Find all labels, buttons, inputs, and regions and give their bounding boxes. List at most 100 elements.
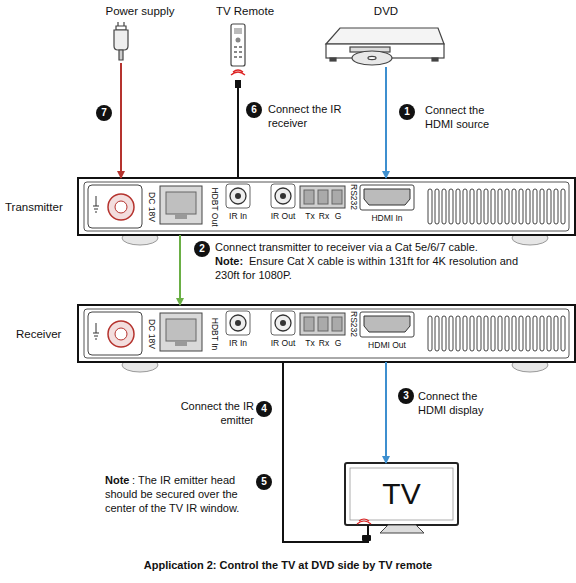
vent-slot: [526, 189, 530, 224]
terminal-screw: [318, 317, 328, 331]
port-label: Rx: [319, 212, 329, 221]
terminal-screw: [332, 190, 342, 204]
cable-connector: [237, 88, 239, 178]
vent-slot: [561, 316, 565, 351]
vent-slot: [484, 316, 488, 351]
ir-jack: [230, 188, 246, 204]
dc-port: [88, 185, 142, 228]
vent-slot: [435, 189, 439, 224]
device-node: TV Remote: [200, 5, 290, 88]
hdmi-port: [364, 316, 410, 332]
port-label: DC 18V: [146, 192, 155, 222]
hdmi-port: [364, 189, 410, 205]
port-label: Tx: [305, 339, 314, 348]
rs232-terminal: [300, 186, 345, 208]
step-text: Connect the IR receiver: [268, 103, 350, 131]
step-text: Connect the IR emitter: [172, 400, 254, 428]
cable-connector: [120, 63, 122, 178]
ir-jack: [271, 184, 295, 208]
rj45-port: [166, 192, 196, 214]
cable-connector: [283, 362, 368, 542]
vent-slot: [463, 316, 467, 351]
port-label: G: [335, 339, 342, 348]
hdmi-port: [360, 185, 414, 210]
step-text: Connect transmitter to receiver via a Ca…: [215, 241, 478, 255]
hdmi-port: [360, 312, 414, 337]
cable-connector: [385, 67, 387, 178]
port-label: IR Out: [271, 339, 296, 348]
vent-slot: [547, 316, 551, 351]
step-text: Connect the HDMI source: [425, 104, 513, 132]
vent-slot: [526, 316, 530, 351]
figure-caption: Application 2: Control the TV at DVD sid…: [0, 559, 576, 571]
device-node: Transmitter: [0, 178, 575, 235]
dc-port: [108, 194, 134, 220]
device-label: DVD: [327, 5, 445, 17]
rs232-terminal: [300, 313, 345, 335]
port-label: RS232: [348, 311, 357, 337]
housing-panel: [84, 182, 569, 231]
vent-slot: [470, 316, 474, 351]
housing-body: [78, 305, 575, 362]
vent-slot: [442, 316, 446, 351]
port-label: DC 18V: [146, 319, 155, 349]
receiver-housing: [78, 305, 575, 372]
vent-slot: [498, 316, 502, 351]
ir-jack: [226, 184, 250, 208]
vent-slot: [512, 316, 516, 351]
step-text: Note: [105, 474, 129, 488]
vent-slot: [505, 316, 509, 351]
transmitter-housing: [78, 178, 575, 245]
port-label: HDMI Out: [368, 341, 406, 350]
vent-slot: [561, 189, 565, 224]
device-node: DVD: [327, 5, 445, 67]
cable-connector: [179, 235, 181, 305]
step-text: Ensure Cat X cable is within 131ft for 4…: [215, 255, 545, 283]
device-label: Transmitter: [5, 201, 63, 213]
vent-slot: [477, 316, 481, 351]
port-label: Tx: [305, 212, 314, 221]
vent-slot: [519, 316, 523, 351]
vent-slot: [519, 189, 523, 224]
step-text: : The IR emitter head should be secured …: [105, 474, 265, 515]
terminal-screw: [332, 317, 342, 331]
vent-slot: [512, 189, 516, 224]
rj45-port: [175, 341, 187, 346]
housing-panel: [84, 309, 569, 358]
device-label: TV: [342, 477, 461, 511]
port-label: Rx: [319, 339, 329, 348]
dc-port: [108, 321, 134, 347]
ir-jack: [275, 188, 291, 204]
vent-slot: [477, 189, 481, 224]
rj45-port: [160, 186, 202, 224]
power-adapter: [114, 22, 128, 60]
dc-port: [115, 201, 127, 213]
terminal-screw: [304, 190, 314, 204]
vent-slot: [456, 316, 460, 351]
ir-jack: [275, 315, 291, 331]
cable-connector: [385, 362, 387, 463]
port-label: HDBT In: [209, 318, 218, 350]
vent-slot: [470, 189, 474, 224]
vent-slot: [554, 316, 558, 351]
callout-number: 2: [194, 241, 210, 257]
device-label: TV Remote: [200, 5, 290, 17]
vent-slot: [428, 316, 432, 351]
vent-slot: [449, 316, 453, 351]
callout-number: 1: [399, 104, 415, 120]
device-label: Receiver: [16, 328, 61, 340]
callout-number: 3: [398, 388, 414, 404]
vent-slot: [463, 189, 467, 224]
device-node: TV: [342, 463, 461, 525]
vent-slot: [547, 189, 551, 224]
rj45-port: [160, 313, 202, 351]
vent-slot: [540, 316, 544, 351]
rj45-port: [166, 319, 196, 341]
port-label: IR In: [229, 339, 247, 348]
callout-number: 4: [256, 401, 272, 417]
device-label: Power supply: [92, 5, 188, 17]
vent-slot: [484, 189, 488, 224]
vent-slot: [533, 316, 537, 351]
